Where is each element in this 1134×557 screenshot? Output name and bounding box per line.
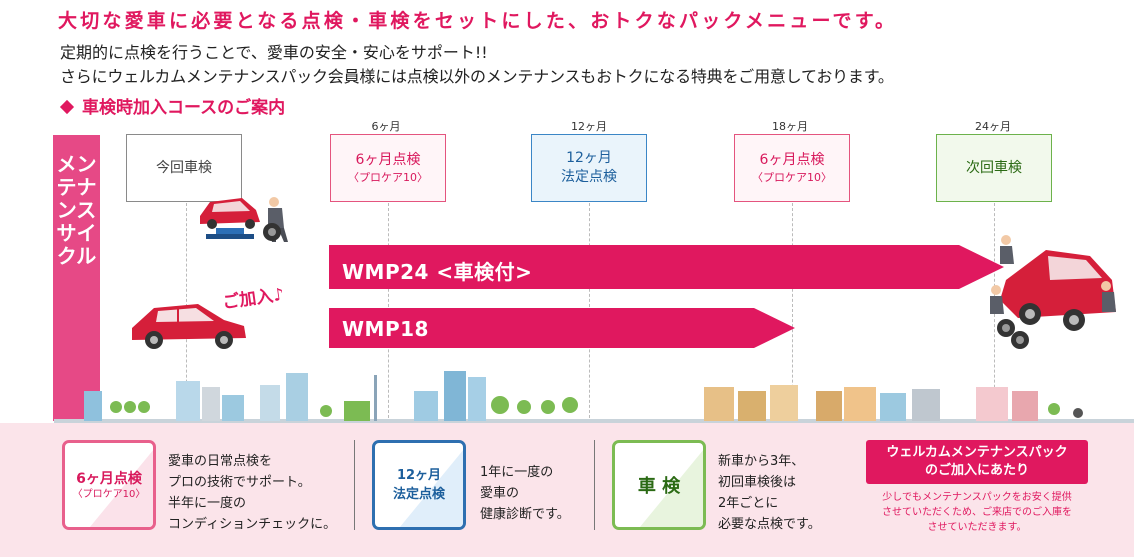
join-box-body-line: させていただくため、ご来店でのご入庫を [882, 507, 1072, 518]
legend-desc-line: 半年に一度の [168, 496, 247, 511]
red-car-illustration [132, 304, 246, 349]
legend-desc-line: コンディションチェックに。 [168, 517, 337, 532]
card-corner-decoration [399, 450, 463, 527]
legend-card-title: 6ヶ月点検 [76, 471, 142, 487]
wmp18-arrow [329, 308, 795, 348]
stage-title: 次回車検 [966, 159, 1022, 176]
intro-line-2: さらにウェルカムメンテナンスパック会員様には点検以外のメンテナンスもおトクになる… [60, 67, 894, 86]
legend-desc-line: 愛車の [480, 486, 520, 501]
join-box-title: ウェルカムメンテナンスパック のご加入にあたり [866, 440, 1088, 484]
legend-card-shaken: 車 検 [612, 440, 706, 530]
join-box-body: 少しでもメンテナンスパックをお安く提供 させていただくため、ご来店でのご入庫を … [866, 490, 1088, 535]
car-lift-illustration [200, 197, 288, 242]
legend-card-sub: 法定点検 [392, 487, 445, 502]
legend-desc-line: 健康診断です。 [480, 507, 570, 522]
legend-desc-12-month: 1年に一度の 愛車の 健康診断です。 [480, 462, 570, 525]
legend-desc-line: 1年に一度の [480, 465, 554, 480]
stage-title: 12ヶ月 [566, 150, 612, 166]
wmp24-label: WMP24 <車検付> [342, 260, 533, 284]
card-corner-decoration [639, 450, 703, 527]
maintenance-cycle-label: メンテナンスサイクル [56, 152, 97, 268]
legend-desc-line: 必要な点検です。 [718, 517, 821, 532]
headline: 大切な愛車に必要となる点検・車検をセットにした、おトクなパックメニューです。 [58, 10, 898, 32]
month-label-24: 24ヶ月 [975, 120, 1011, 133]
service-car-illustration [990, 235, 1116, 349]
join-box-title-line: ウェルカムメンテナンスパック [886, 445, 1068, 460]
legend-desc-line: 愛車の日常点検を [168, 454, 273, 469]
stage-title: 6ヶ月点検 [355, 152, 421, 168]
timeline-dash [792, 203, 793, 418]
maintenance-cycle-bar: メンテナンスサイクル [53, 135, 100, 421]
join-box-body-line: させていただきます。 [927, 522, 1027, 533]
stage-12-month-legal-check: 12ヶ月 法定点検 [531, 134, 647, 202]
stage-title: 6ヶ月点検 [759, 152, 825, 168]
legend-card-title: 12ヶ月 [396, 468, 442, 483]
diamond-icon [59, 99, 75, 115]
course-title: 車検時加入コースのご案内 [59, 93, 286, 118]
stage-current-inspection: 今回車検 [126, 134, 242, 202]
join-box-title-line: のご加入にあたり [924, 463, 1029, 478]
legend-desc-line: プロの技術でサポート。 [168, 475, 311, 490]
wmp24-arrow [329, 245, 1004, 289]
stage-title: 今回車検 [156, 159, 212, 176]
join-box-body-line: 少しでもメンテナンスパックをお安く提供 [882, 492, 1072, 503]
stage-18-month-check: 6ヶ月点検 〈プロケア10〉 [734, 134, 850, 202]
month-label-6: 6ヶ月 [371, 120, 401, 133]
month-label-12: 12ヶ月 [571, 120, 607, 133]
legend-card-title: 車 検 [637, 476, 681, 497]
legend-desc-shaken: 新車から3年、 初回車検後は 2年ごとに 必要な点検です。 [718, 451, 821, 535]
legend-card-6-month: 6ヶ月点検 〈プロケア10〉 [62, 440, 156, 530]
month-label-18: 18ヶ月 [772, 120, 808, 133]
cityscape-illustration [54, 371, 1134, 423]
legend-divider [594, 440, 595, 530]
stage-next-inspection: 次回車検 [936, 134, 1052, 202]
stage-sub: 〈プロケア10〉 [348, 171, 428, 184]
legend-desc-line: 2年ごとに [718, 496, 779, 511]
card-corner-decoration [89, 450, 153, 527]
legend-divider [354, 440, 355, 530]
legend-desc-line: 新車から3年、 [718, 454, 805, 469]
stage-6-month-check: 6ヶ月点検 〈プロケア10〉 [330, 134, 446, 202]
stage-sub: 〈プロケア10〉 [752, 171, 832, 184]
stage-sub: 法定点検 [561, 169, 617, 185]
legend-card-12-month: 12ヶ月 法定点検 [372, 440, 466, 530]
course-title-text: 車検時加入コースのご案内 [82, 98, 286, 118]
legend-desc-6-month: 愛車の日常点検を プロの技術でサポート。 半年に一度の コンディションチェックに… [168, 451, 336, 535]
intro-line-1: 定期的に点検を行うことで、愛車の安全・安心をサポート!! [60, 43, 488, 62]
legend-desc-line: 初回車検後は [718, 475, 797, 490]
wmp18-label: WMP18 [342, 317, 429, 341]
legend-card-sub: 〈プロケア10〉 [72, 489, 146, 500]
